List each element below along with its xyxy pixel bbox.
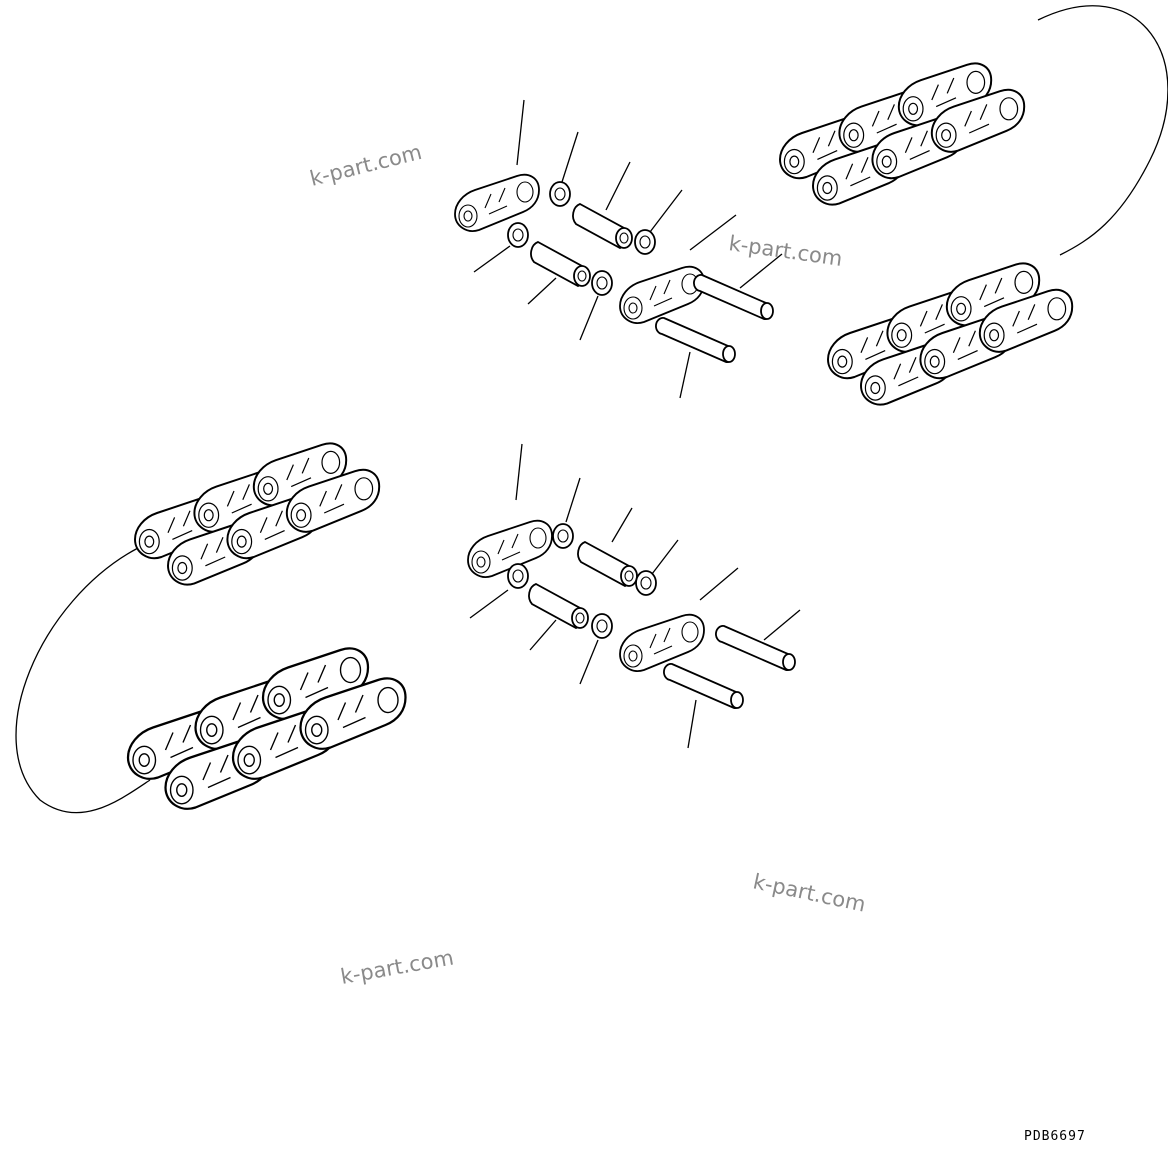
leader-line bbox=[763, 609, 801, 641]
leader-line bbox=[565, 477, 581, 523]
link-plate bbox=[619, 613, 705, 672]
leader-line bbox=[699, 567, 739, 601]
leader-line bbox=[527, 277, 557, 305]
leader-line bbox=[516, 99, 525, 166]
leader-line bbox=[473, 245, 511, 273]
leader-line bbox=[605, 161, 631, 211]
leader-line bbox=[689, 214, 737, 251]
track-pin bbox=[663, 663, 744, 709]
chain-assembly-top-right bbox=[780, 63, 1024, 204]
seal-ring bbox=[507, 563, 529, 589]
chain-assembly-mid-right bbox=[828, 263, 1072, 404]
bushing bbox=[572, 203, 633, 249]
track-pin bbox=[715, 625, 796, 671]
chain-assembly-bottom-left bbox=[128, 648, 406, 808]
leader-line bbox=[529, 619, 557, 651]
track-loop-curve-upper bbox=[1037, 5, 1168, 256]
watermark: k-part.com bbox=[339, 945, 456, 988]
track-pin bbox=[655, 317, 736, 363]
bushing bbox=[577, 541, 638, 587]
track-pin bbox=[693, 274, 774, 320]
seal-ring bbox=[552, 523, 574, 549]
watermark: k-part.com bbox=[751, 869, 868, 916]
seal-ring bbox=[635, 570, 657, 596]
track-loop-curve-lower bbox=[15, 547, 151, 814]
leader-line bbox=[469, 589, 509, 619]
leader-line bbox=[739, 253, 783, 289]
seal-ring bbox=[591, 613, 613, 639]
seal-ring bbox=[549, 181, 571, 207]
drawing-code: PDB6697 bbox=[1024, 1129, 1086, 1144]
leader-line bbox=[561, 131, 579, 183]
leader-line bbox=[611, 507, 633, 543]
exploded-group-upper bbox=[454, 99, 783, 399]
link-plate bbox=[454, 173, 540, 232]
leader-line bbox=[649, 189, 683, 233]
bushing bbox=[528, 583, 589, 629]
leader-line bbox=[687, 699, 697, 749]
seal-ring bbox=[634, 229, 656, 255]
seal-ring bbox=[507, 222, 529, 248]
leader-line bbox=[679, 351, 691, 399]
leader-line bbox=[579, 639, 599, 685]
watermark: k-part.com bbox=[727, 231, 844, 271]
leader-line bbox=[579, 295, 599, 341]
leader-line bbox=[651, 539, 679, 575]
watermark: k-part.com bbox=[307, 140, 424, 191]
bushing bbox=[530, 241, 591, 287]
link-plate bbox=[619, 265, 705, 324]
exploded-group-lower bbox=[467, 443, 801, 749]
leader-line bbox=[515, 443, 523, 501]
seal-ring bbox=[591, 270, 613, 296]
chain-assembly-mid-left bbox=[135, 443, 379, 584]
